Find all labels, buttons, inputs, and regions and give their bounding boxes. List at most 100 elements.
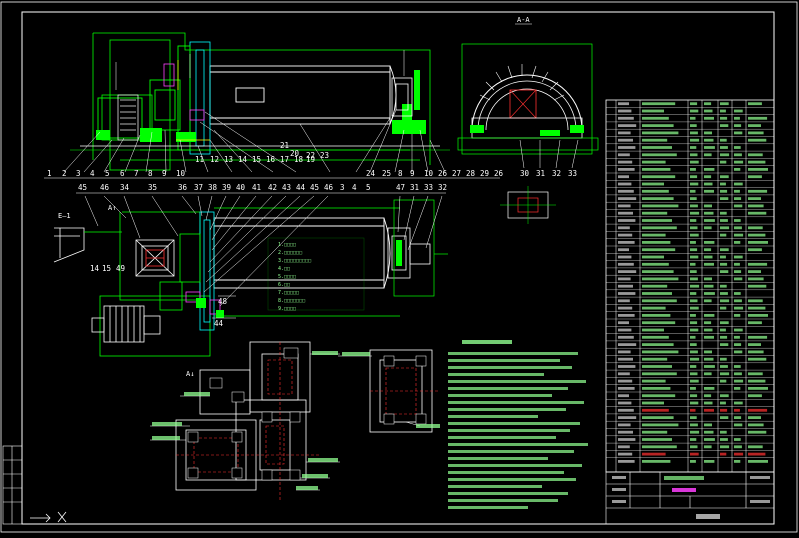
callout: 3 (340, 183, 345, 192)
elevation-view (63, 32, 450, 173)
bom-row (618, 365, 741, 368)
callout: 8 (398, 169, 403, 178)
bom-row (618, 262, 768, 266)
callout: 8 (148, 169, 153, 178)
spec-text: 1.□□□□ 2.□□□□□□ 3.□□□□□□□□□ 4.□□ 5.□□□□ … (278, 242, 311, 312)
binding-margin-boxes (2, 445, 23, 525)
bom-row (618, 321, 762, 325)
callout: 10 (424, 169, 434, 178)
callout: 3 (76, 169, 81, 178)
bom-row (618, 314, 768, 317)
callout: 30 (520, 169, 530, 178)
view-label-a1: A↑ (108, 204, 116, 212)
spec-line: 6.□□ (278, 282, 290, 288)
callout: 12 (210, 155, 219, 164)
callout: 38 (208, 183, 218, 192)
callout: 9 (162, 169, 167, 178)
bom-row (618, 131, 764, 135)
spec-line: 7.□□□□□ (278, 290, 299, 296)
bom-row (618, 182, 743, 186)
bom-row (618, 138, 767, 142)
callout: 16 (266, 155, 276, 164)
callout: 11 (195, 155, 204, 164)
bom-row (618, 430, 767, 434)
bom-row (618, 335, 768, 339)
bom-row (618, 116, 768, 120)
callout: 44 (214, 319, 224, 328)
callout: 2 (62, 169, 67, 178)
callout: 32 (438, 183, 447, 192)
bom-row (618, 445, 763, 449)
callout: 28 (466, 169, 476, 178)
callout: 45 (78, 183, 87, 192)
bom-row (618, 379, 766, 383)
callout: 48 (218, 297, 228, 306)
spec-line: 5.□□□□ (278, 274, 296, 280)
bom-row (618, 211, 767, 215)
callout: 45 (310, 183, 319, 192)
bom-row (618, 460, 768, 463)
plan-view: A↑ A↓ E—1 (53, 195, 448, 378)
bom-row (618, 277, 764, 281)
callout: 31 (410, 183, 419, 192)
callout: 21 (280, 141, 289, 150)
section-label: A-A (517, 16, 530, 24)
callout: 7 (134, 169, 139, 178)
callout: 26 (494, 169, 504, 178)
callout: 14 (238, 155, 248, 164)
spec-line: 1.□□□□ (278, 242, 296, 248)
title-block-fills (612, 476, 770, 519)
callout: 40 (236, 183, 246, 192)
detail-label: E—1 (58, 212, 71, 220)
bom-row (618, 102, 762, 106)
callout: 24 (366, 169, 376, 178)
bom-row (618, 219, 741, 222)
bom-row (618, 394, 762, 398)
callout: 27 (452, 169, 461, 178)
callout: 41 (252, 183, 261, 192)
bom-row (618, 233, 766, 237)
bom-row (618, 168, 768, 171)
bom-row (618, 423, 764, 427)
callout: 13 (224, 155, 233, 164)
callout: 9 (410, 169, 415, 178)
bom-row (618, 328, 743, 332)
callout: 6 (120, 169, 125, 178)
callout: 20 (290, 149, 300, 158)
callout: 4 (90, 169, 95, 178)
bom-row (618, 343, 761, 346)
spec-line: 8.□□□□□□□ (278, 298, 305, 304)
callout: 19 (306, 155, 315, 164)
callouts-plan: 14 15 49 48 44 (90, 264, 228, 328)
bom-row (618, 357, 767, 361)
bom-row (618, 416, 761, 419)
bom-row (618, 270, 761, 273)
bom-row (618, 109, 743, 113)
bom-row (618, 452, 766, 456)
bom-row (618, 146, 741, 149)
bom-row (618, 248, 762, 252)
callout: 46 (100, 183, 110, 192)
callout: 35 (148, 183, 157, 192)
callout: 18 (294, 155, 304, 164)
bom-row (618, 292, 741, 295)
callout: 39 (222, 183, 231, 192)
spec-notes (267, 237, 365, 311)
bom-row (618, 175, 762, 179)
bom-row (618, 241, 768, 244)
callout: 15 (102, 264, 111, 273)
technical-requirements (448, 340, 588, 509)
spec-line: 9.□□□□ (278, 306, 296, 312)
callout: 43 (282, 183, 291, 192)
bom-row (618, 226, 763, 230)
spec-line: 3.□□□□□□□□□ (278, 258, 311, 264)
bom-row (618, 255, 743, 259)
callout: 25 (382, 169, 391, 178)
spec-line: 2.□□□□□□ (278, 250, 302, 256)
callout: 46 (324, 183, 334, 192)
callout: 10 (176, 169, 186, 178)
bom-row (618, 160, 766, 164)
callout: 5 (366, 183, 371, 192)
